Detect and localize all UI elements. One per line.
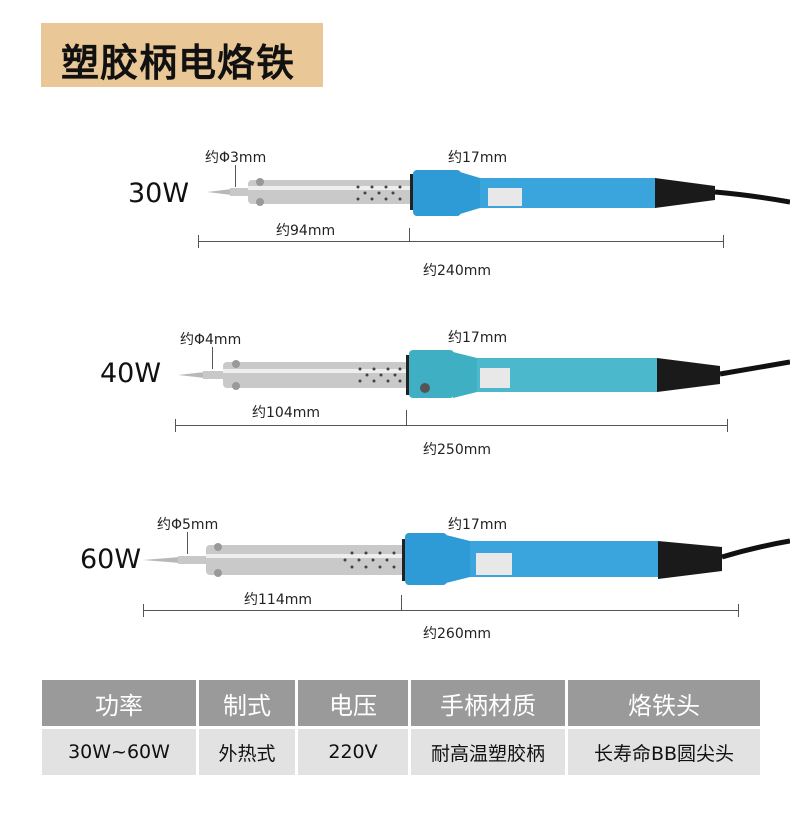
header-type: 制式 <box>199 680 295 726</box>
iron-60w: 60W 约Φ5mm 约17mm 约114mm 约260mm <box>0 507 790 677</box>
value-type: 外热式 <box>199 729 295 775</box>
power-label: 60W <box>80 544 142 575</box>
total-length-label: 约250mm <box>423 442 491 458</box>
iron-30w: 30W 约Φ3mm 约17mm 约94mm 约240mm <box>0 140 790 310</box>
handle-grip <box>413 170 461 216</box>
soldering-iron-40w-image <box>178 350 790 398</box>
power-label: 30W <box>128 178 190 209</box>
value-tip: 长寿命BB圆尖头 <box>568 729 760 775</box>
handle-diameter-label: 约17mm <box>448 150 508 166</box>
tip-diameter-label: 约Φ5mm <box>157 517 219 533</box>
spec-value-row: 30W~60W 外热式 220V 耐高温塑胶柄 长寿命BB圆尖头 <box>42 729 760 775</box>
soldering-iron-60w-image <box>143 533 790 585</box>
tip-diameter-label: 约Φ3mm <box>205 150 267 166</box>
header-tip: 烙铁头 <box>568 680 760 726</box>
spec-header-row: 功率 制式 电压 手柄材质 烙铁头 <box>42 680 760 726</box>
soldering-iron-30w-image <box>207 170 790 216</box>
iron-40w: 40W 约Φ4mm 约17mm 约104mm 约250mm <box>0 322 790 492</box>
header-voltage: 电压 <box>298 680 408 726</box>
title-banner: 塑胶柄电烙铁 <box>41 23 323 87</box>
value-power: 30W~60W <box>42 729 196 775</box>
barrel-length-label: 约94mm <box>276 223 336 239</box>
total-dimension-line <box>198 241 723 242</box>
total-length-label: 约240mm <box>423 263 491 279</box>
barrel-length-label: 约104mm <box>252 405 320 421</box>
spec-table: 功率 制式 电压 手柄材质 烙铁头 30W~60W 外热式 220V 耐高温塑胶… <box>39 677 763 778</box>
strain-relief <box>655 178 715 208</box>
tip-diameter-label: 约Φ4mm <box>180 332 242 348</box>
power-cord <box>714 189 790 205</box>
total-length-label: 约260mm <box>423 626 491 642</box>
handle-diameter-label: 约17mm <box>448 330 508 346</box>
barrel <box>248 180 413 204</box>
header-power: 功率 <box>42 680 196 726</box>
total-dimension-line <box>175 425 727 426</box>
handle-diameter-label: 约17mm <box>448 517 508 533</box>
value-handle-material: 耐高温塑胶柄 <box>411 729 565 775</box>
power-label: 40W <box>100 358 162 389</box>
tip <box>207 189 232 195</box>
total-dimension-line <box>143 610 738 611</box>
barrel-length-label: 约114mm <box>244 592 312 608</box>
page-title: 塑胶柄电烙铁 <box>61 41 296 85</box>
value-voltage: 220V <box>298 729 408 775</box>
header-handle-material: 手柄材质 <box>411 680 565 726</box>
tip-shank <box>230 188 250 196</box>
